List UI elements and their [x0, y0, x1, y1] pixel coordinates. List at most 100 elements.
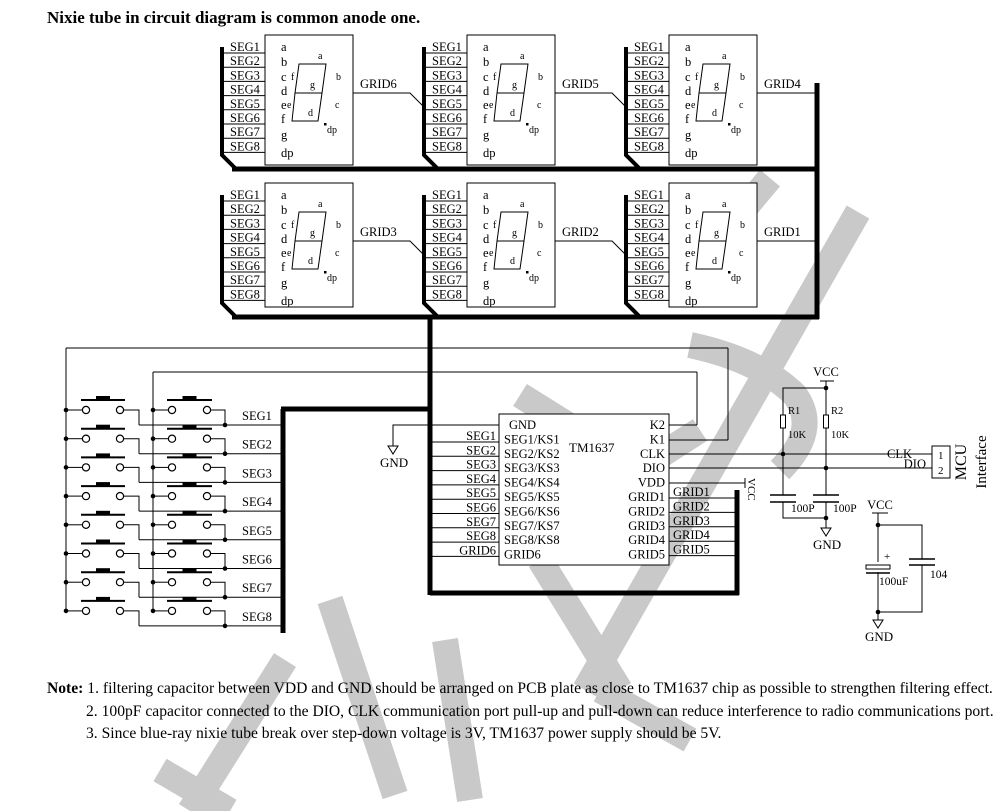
keypad-seg-label: SEG7: [242, 581, 272, 595]
key-switch[interactable]: [167, 510, 212, 530]
ground-icon: [387, 445, 399, 455]
key-switch[interactable]: [81, 396, 125, 415]
segment-label: SEG4: [432, 231, 463, 245]
segment-letter: g: [714, 80, 719, 91]
wire: [211, 466, 226, 483]
segment-letter: f: [695, 220, 699, 231]
watermark-stroke: [432, 637, 483, 803]
wire: [124, 524, 140, 540]
vcc-label: VCC: [813, 365, 839, 379]
switch-contact: [115, 520, 125, 530]
key-switch[interactable]: [81, 424, 125, 443]
resistor-icon: [780, 414, 786, 429]
segment-letter: dp: [731, 273, 741, 284]
chip-net-left: SEG8: [466, 529, 496, 543]
note-label: Note:: [47, 680, 84, 697]
resistor-value: 10K: [788, 430, 807, 441]
switch-button-icon: [96, 424, 110, 429]
seven-segment-display: [668, 182, 758, 308]
switch-button-icon: [182, 453, 197, 458]
segment-letter: dp: [327, 125, 337, 136]
key-switch[interactable]: [167, 568, 212, 587]
dio-label: DIO: [904, 457, 926, 471]
segment-label: SEG4: [634, 83, 665, 97]
seven-segment-display: [264, 34, 354, 166]
pin-letter: e: [483, 98, 489, 112]
pin-letter: dp: [483, 294, 496, 308]
pin-letter: d: [483, 232, 490, 246]
ground-icon: [820, 527, 832, 537]
segment-label: SEG1: [432, 188, 462, 202]
pin-letter: b: [685, 55, 691, 69]
key-switch[interactable]: [167, 539, 212, 558]
key-switch[interactable]: [81, 453, 125, 472]
segment-label: SEG4: [230, 231, 261, 245]
key-switch[interactable]: [167, 396, 212, 415]
wire: [211, 553, 226, 569]
ground-icon: [872, 619, 884, 629]
switch-contact: [167, 463, 177, 472]
chip-pin-left: SEG7/KS7: [504, 519, 560, 533]
chip-pin-left: SEG2/KS2: [504, 447, 560, 461]
chip-net-right: GRID1: [673, 485, 710, 499]
segment-bus: [422, 195, 440, 319]
chip-net-right: GRID3: [673, 514, 710, 528]
pin-letter: e: [281, 98, 287, 112]
segment-letter: dp: [327, 273, 337, 284]
key-switch[interactable]: [167, 424, 212, 443]
watermark-stroke: [317, 595, 408, 800]
junction-dot: [780, 451, 786, 457]
key-switch[interactable]: [81, 568, 125, 587]
pin-letter: e: [281, 246, 287, 260]
switch-contact: [115, 434, 125, 443]
segment-label: SEG1: [230, 188, 260, 202]
switch-button-icon: [182, 510, 197, 515]
segment-label: SEG4: [432, 83, 463, 97]
key-switch[interactable]: [81, 510, 125, 530]
segment-letter: g: [310, 80, 315, 91]
seven-segment-display: [466, 34, 556, 166]
mcu-connector[interactable]: [931, 445, 951, 479]
segment-label: SEG7: [230, 273, 260, 287]
segment-letter: e: [287, 248, 292, 259]
switch-contact: [202, 405, 212, 415]
pin-letter: dp: [685, 146, 698, 160]
chip-pin-right: GRID2: [628, 504, 665, 518]
key-switch[interactable]: [81, 482, 125, 501]
key-switch[interactable]: [167, 482, 212, 501]
segment-letter: c: [739, 100, 744, 111]
chip-net-left: SEG1: [466, 429, 496, 443]
switch-contact: [202, 463, 212, 472]
chip-net-left: SEG4: [466, 472, 497, 486]
pin-letter: c: [685, 218, 691, 232]
pin-letter: e: [685, 246, 691, 260]
segment-letter: g: [512, 228, 517, 239]
wire: [782, 502, 827, 528]
wire: [877, 513, 923, 613]
segment-letter: b: [740, 220, 745, 231]
key-switch[interactable]: [81, 596, 125, 616]
switch-contact: [202, 491, 212, 501]
switch-contact: [81, 578, 91, 587]
segment-letter: f: [291, 220, 295, 231]
key-switch[interactable]: [167, 453, 212, 472]
segment-letter: d: [308, 256, 313, 267]
interface-label: Interface: [974, 435, 990, 489]
key-switch[interactable]: [81, 539, 125, 558]
segment-letter: e: [489, 100, 494, 111]
decimal-point: [728, 123, 731, 126]
segment-label: SEG8: [634, 139, 664, 153]
segment-label: SEG8: [230, 287, 260, 301]
wire: [211, 409, 226, 425]
junction-dot: [823, 515, 829, 521]
chip-pin-left: SEG6/KS6: [504, 504, 560, 518]
clk-label: CLK: [887, 447, 912, 461]
key-switch[interactable]: [167, 596, 212, 616]
keypad-seg-label: SEG3: [242, 466, 272, 480]
digit-outline: [493, 63, 529, 122]
segment-label: SEG7: [432, 125, 462, 139]
switch-contact: [202, 549, 212, 558]
chip-pin-right: GRID3: [628, 519, 665, 533]
segment-letter: a: [520, 199, 525, 210]
wire: [211, 524, 226, 540]
